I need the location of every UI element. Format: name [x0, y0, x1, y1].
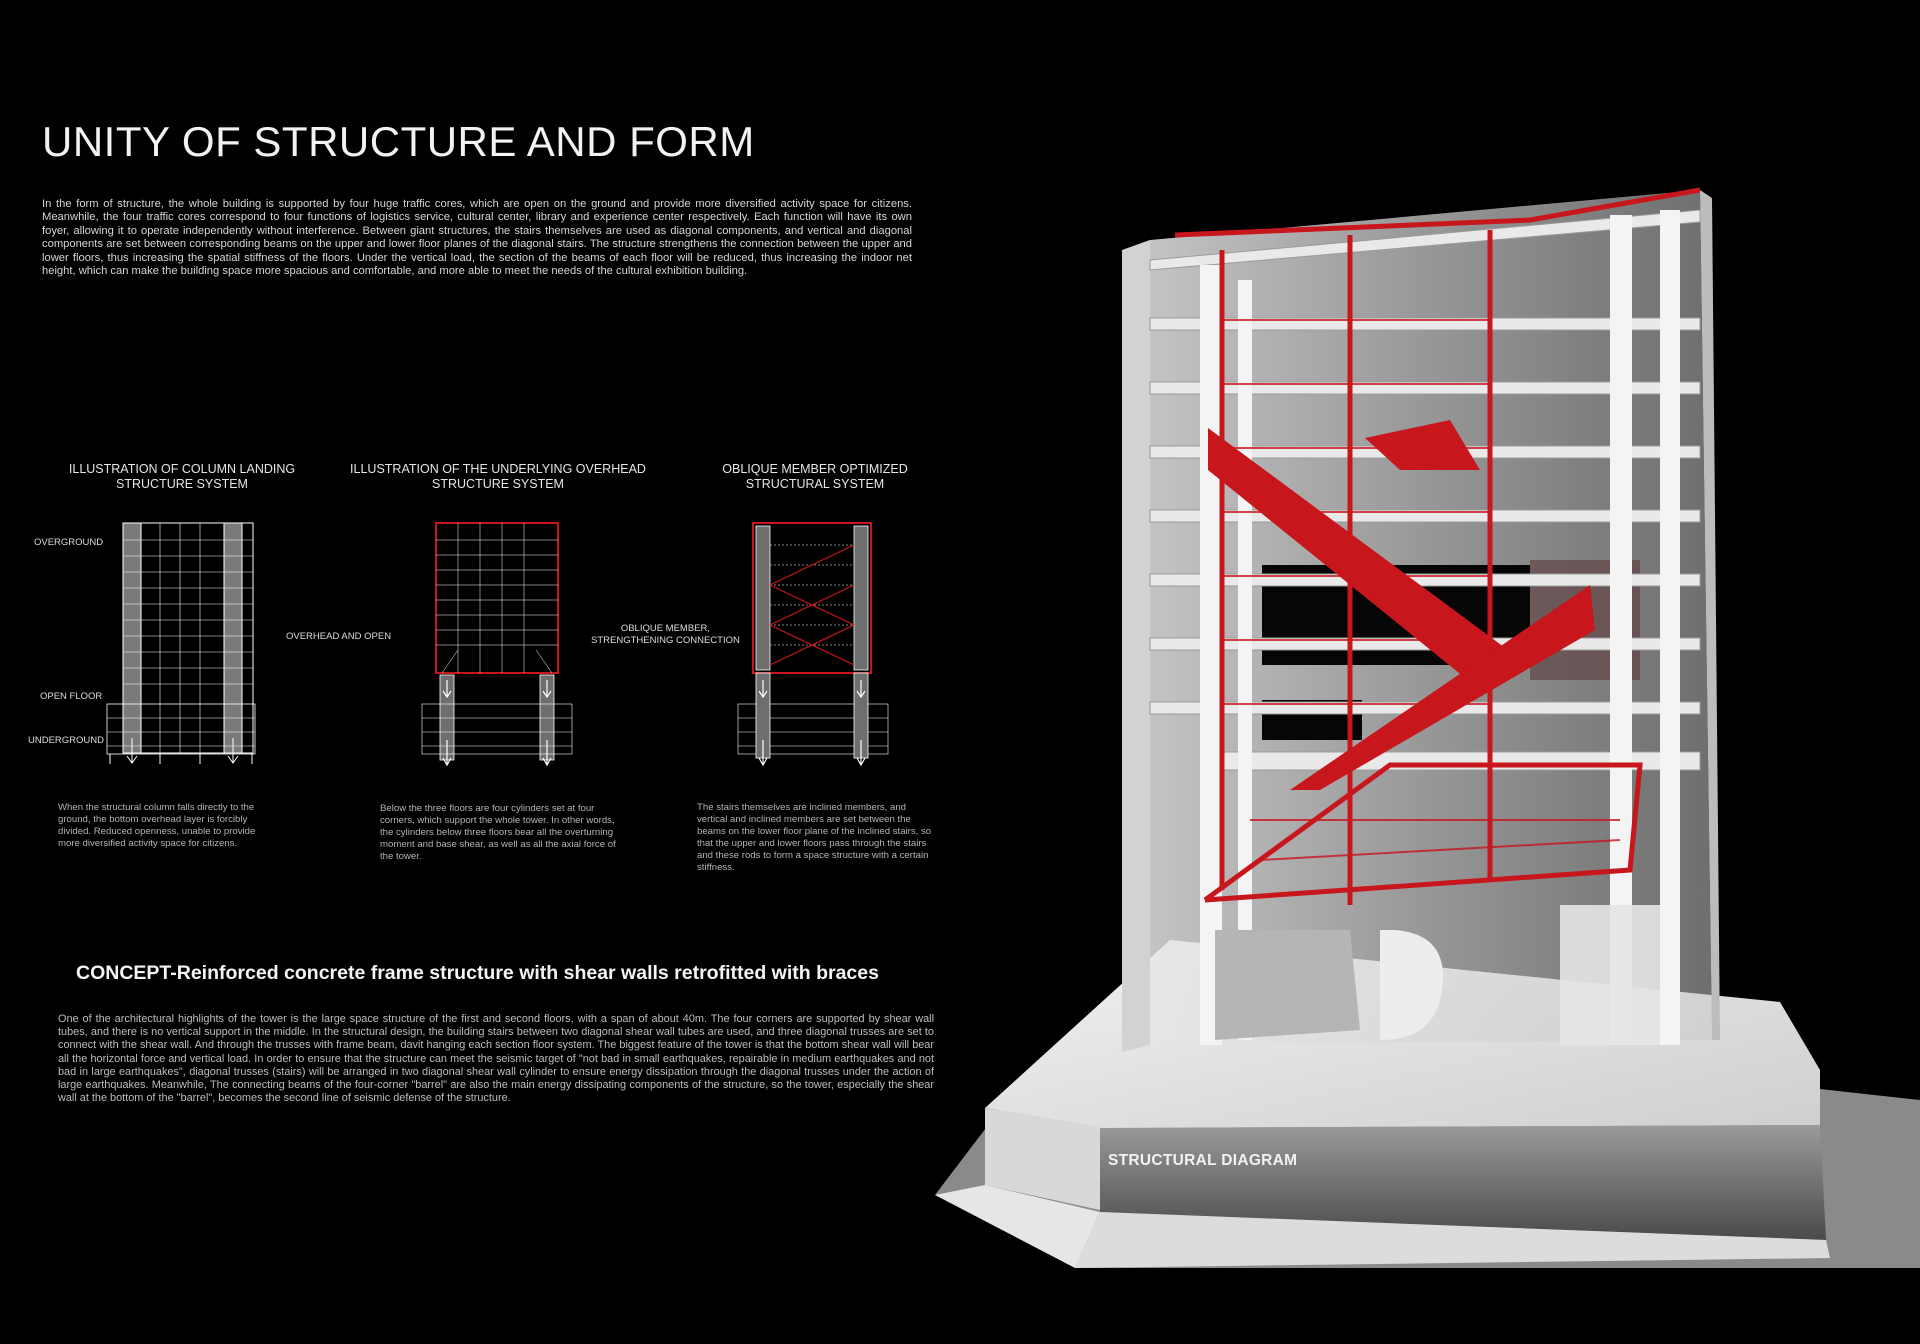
stair-lower	[1290, 585, 1595, 790]
concept-paragraph: One of the architectural highlights of t…	[58, 1013, 934, 1105]
panel-2-title: ILLUSTRATION OF THE UNDERLYING OVERHEAD …	[338, 462, 658, 492]
label-oblique-member: OBLIQUE MEMBER, STRENGTHENING CONNECTION	[591, 623, 740, 647]
panel-1-title-line2: STRUCTURE SYSTEM	[116, 477, 248, 491]
panel-3-caption: The stairs themselves are inclined membe…	[697, 802, 932, 873]
label-oblique-member-line2: STRENGTHENING CONNECTION	[591, 635, 740, 646]
panel-1-caption: When the structural column falls directl…	[58, 802, 256, 849]
page-title: UNITY OF STRUCTURE AND FORM	[42, 118, 755, 165]
label-overhead-and-open: OVERHEAD AND OPEN	[286, 631, 392, 642]
label-overground: OVERGROUND	[34, 537, 104, 548]
diagonal-stairs	[1208, 420, 1595, 790]
panel-1-title-line1: ILLUSTRATION OF COLUMN LANDING	[68, 462, 296, 476]
panel-1-title: ILLUSTRATION OF COLUMN LANDING STRUCTURE…	[22, 462, 342, 492]
label-underground: UNDERGROUND	[28, 735, 104, 746]
concept-heading: CONCEPT-Reinforced concrete frame struct…	[76, 962, 879, 984]
structural-diagram-label: STRUCTURAL DIAGRAM	[1108, 1152, 1298, 1169]
label-oblique-member-line1: OBLIQUE MEMBER,	[620, 623, 711, 634]
panel-2-title-line1: ILLUSTRATION OF THE UNDERLYING OVERHEAD	[350, 462, 646, 476]
intro-paragraph: In the form of structure, the whole buil…	[42, 198, 912, 278]
panel-2-caption: Below the three floors are four cylinder…	[380, 803, 616, 862]
panel-3-title-line2: STRUCTURAL SYSTEM	[745, 477, 885, 491]
label-open-floor: OPEN FLOOR	[40, 691, 103, 702]
panel-3-title-line1: OBLIQUE MEMBER OPTIMIZED	[722, 462, 908, 476]
panel-3-title: OBLIQUE MEMBER OPTIMIZED STRUCTURAL SYST…	[655, 462, 975, 492]
tower	[1122, 187, 1720, 1052]
panel-2-title-line2: STRUCTURE SYSTEM	[432, 477, 564, 491]
stair-upper	[1208, 428, 1508, 690]
